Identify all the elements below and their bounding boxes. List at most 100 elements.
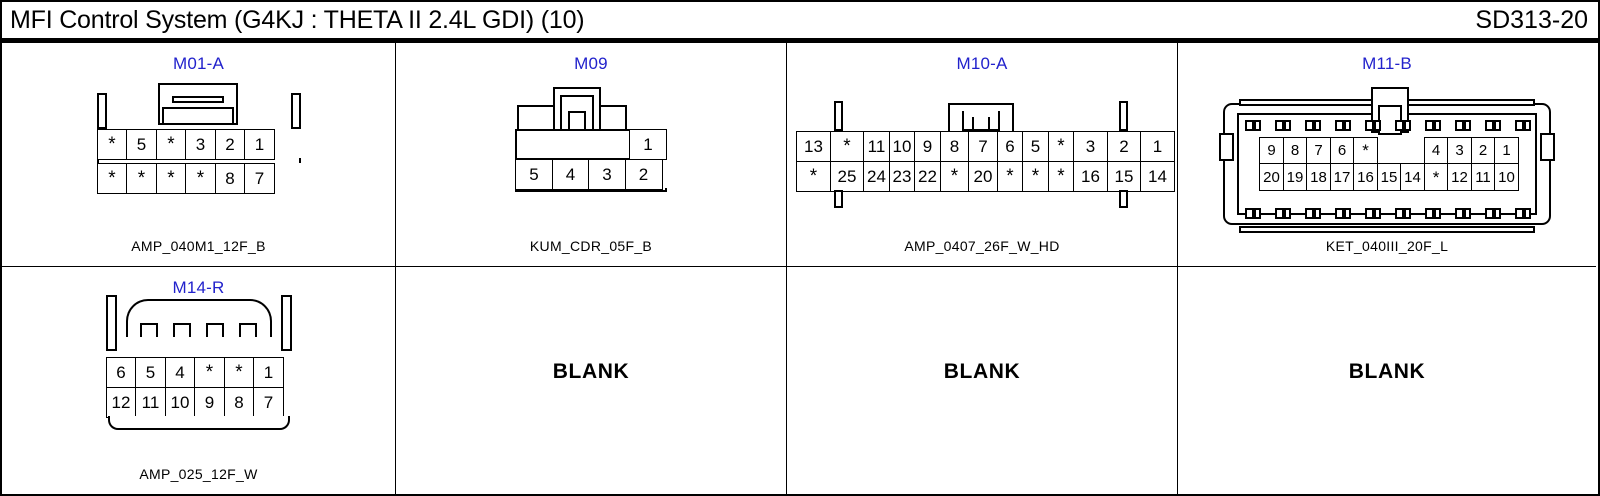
pin-row-top: 1 (515, 129, 667, 160)
pin-cell: 8 (223, 386, 255, 418)
pin-cell: 9 (914, 131, 941, 162)
pin-cell: * (185, 163, 216, 194)
shell-bottom-line (515, 188, 667, 192)
connector-drawing-m14-r: 6 5 4 * * 1 12 11 10 9 8 7 (2, 295, 395, 494)
pin-cell: * (1423, 163, 1449, 191)
connector-panel-blank-1: BLANK (396, 267, 787, 494)
pin-cell: 5 (126, 128, 157, 160)
pin-cell: 2 (214, 128, 246, 160)
pin-cell: 17 (1329, 163, 1355, 191)
connector-drawing-m11-b: 9 8 7 6 * 4 3 2 1 (1178, 73, 1596, 266)
connector-panel-blank-3: BLANK (1178, 267, 1596, 494)
shell-skirt-icon (107, 416, 290, 430)
pin-cell: 11 (135, 386, 166, 418)
pin-cell: 16 (1073, 160, 1108, 192)
pin-cell: 3 (588, 158, 626, 190)
pin-cell: * (96, 163, 128, 194)
pin-cell: 8 (939, 131, 970, 162)
connector-part-number: KUM_CDR_05F_B (529, 238, 653, 254)
pin-cell: * (223, 357, 255, 388)
pin-row-bottom: 12 11 10 9 8 7 (105, 386, 292, 418)
pin-cell: 1 (253, 357, 284, 388)
connector-shell-m01-a: * 5 * 3 2 1 * * * * 8 7 (96, 82, 301, 194)
connector-panel-blank-2: BLANK (787, 267, 1178, 494)
pin-matrix: 9 8 7 6 * 4 3 2 1 (1259, 136, 1519, 191)
connector-part-number: AMP_025_12F_W (139, 466, 258, 482)
pin-cell: * (939, 160, 970, 192)
pin-cell: 24 (863, 160, 890, 192)
connector-panel-m09[interactable]: M09 1 5 4 3 (396, 43, 787, 267)
pin-cell: 16 (1353, 163, 1378, 191)
pin-cell: * (796, 160, 831, 192)
shell-rail-bottom-icon (1239, 225, 1535, 233)
pin-cell: 22 (914, 160, 941, 192)
pin-cell: 2 (1106, 131, 1142, 162)
pin-cell: 7 (244, 163, 275, 194)
pin-cell: 3 (1073, 131, 1108, 162)
pin-cell: 5 (1022, 131, 1049, 162)
blank-label: BLANK (1348, 359, 1426, 383)
pin-cell: * (194, 357, 225, 388)
blank-slot: BLANK (787, 267, 1177, 494)
pin-cell: 3 (1447, 136, 1472, 165)
pin-cell: 2 (1470, 136, 1496, 165)
connector-drawing-m09: 1 5 4 3 2 (396, 73, 786, 266)
connector-panel-m11-b[interactable]: M11-B (1178, 43, 1596, 267)
connector-drawing-m10-a: 13 * 11 10 9 8 7 6 5 * 3 2 1 (787, 73, 1177, 266)
title-rule (0, 38, 1600, 43)
page-title: MFI Control System (G4KJ : THETA II 2.4L… (10, 5, 585, 34)
pin-cell: 25 (829, 160, 865, 192)
pin-cell: * (96, 128, 128, 160)
pin-cell: * (1022, 160, 1049, 192)
connector-id-m11-b: M11-B (1362, 54, 1412, 73)
pin-cell: 15 (1376, 163, 1402, 191)
pin-cell: * (829, 131, 865, 162)
pin-cell: 11 (1470, 163, 1496, 191)
blank-slot: BLANK (1178, 267, 1596, 494)
pin-row-bottom: 20 19 18 17 16 15 14 * 12 11 10 (1259, 163, 1519, 191)
pin-cell-empty (1400, 137, 1425, 165)
pin-cell: 5 (135, 357, 166, 388)
connector-panel-m14-r[interactable]: M14-R 6 5 4 * (2, 267, 396, 494)
connector-shell-m14-r: 6 5 4 * * 1 12 11 10 9 8 7 (105, 295, 292, 430)
pin-row-top: * 5 * 3 2 1 (96, 128, 301, 160)
pin-cell: 7 (968, 131, 998, 162)
pin-cell: 11 (863, 131, 890, 162)
connector-part-number: AMP_040M1_12F_B (131, 238, 266, 254)
pin-cell: 1 (1140, 131, 1175, 162)
terminal-tabs-top (1245, 119, 1531, 131)
pin-cell: 7 (253, 386, 284, 418)
shell-tab-bottom-left-icon (834, 190, 843, 208)
pin-cell: 1 (244, 128, 275, 160)
pin-row-top: 9 8 7 6 * 4 3 2 1 (1259, 136, 1519, 165)
pin-cell: 4 (1423, 136, 1449, 165)
shell-post-left-icon (96, 92, 107, 129)
pin-row-bottom: 5 4 3 2 (515, 158, 667, 190)
pin-cell: 14 (1400, 163, 1425, 191)
pin-cell: 15 (1106, 160, 1142, 192)
pin-cell: 20 (968, 160, 998, 192)
connector-grid: M01-A * 5 * 3 2 1 (0, 43, 1600, 496)
pin-cell: * (155, 163, 187, 194)
connector-shell-m09: 1 5 4 3 2 (515, 87, 667, 192)
pin-cell: 10 (164, 386, 196, 418)
shell-gap-bar (96, 158, 301, 163)
connector-id-m01-a: M01-A (172, 54, 225, 73)
pin-cell: * (1047, 160, 1075, 192)
pin-cell: 14 (1140, 160, 1175, 192)
connector-part-number: AMP_0407_26F_W_HD (904, 238, 1060, 254)
pin-row-bottom: * 25 24 23 22 * 20 * * * 16 15 14 (796, 160, 1175, 192)
shell-tab-top-right-icon (1119, 101, 1128, 131)
blank-slot: BLANK (396, 267, 786, 494)
blank-label: BLANK (552, 359, 630, 383)
pin-cell: 18 (1306, 163, 1331, 191)
sheet-title-bar: MFI Control System (G4KJ : THETA II 2.4L… (0, 0, 1600, 38)
connector-panel-m01-a[interactable]: M01-A * 5 * 3 2 1 (2, 43, 396, 267)
connector-panel-m10-a[interactable]: M10-A 13 * 11 10 (787, 43, 1178, 267)
pin-cell: 1 (629, 129, 667, 160)
pin-cell: 12 (105, 386, 137, 418)
pin-cell: 1 (1494, 136, 1519, 165)
connector-shell-m10-a: 13 * 11 10 9 8 7 6 5 * 3 2 1 (796, 101, 1175, 208)
pin-row-top: 13 * 11 10 9 8 7 6 5 * 3 2 1 (796, 131, 1175, 162)
